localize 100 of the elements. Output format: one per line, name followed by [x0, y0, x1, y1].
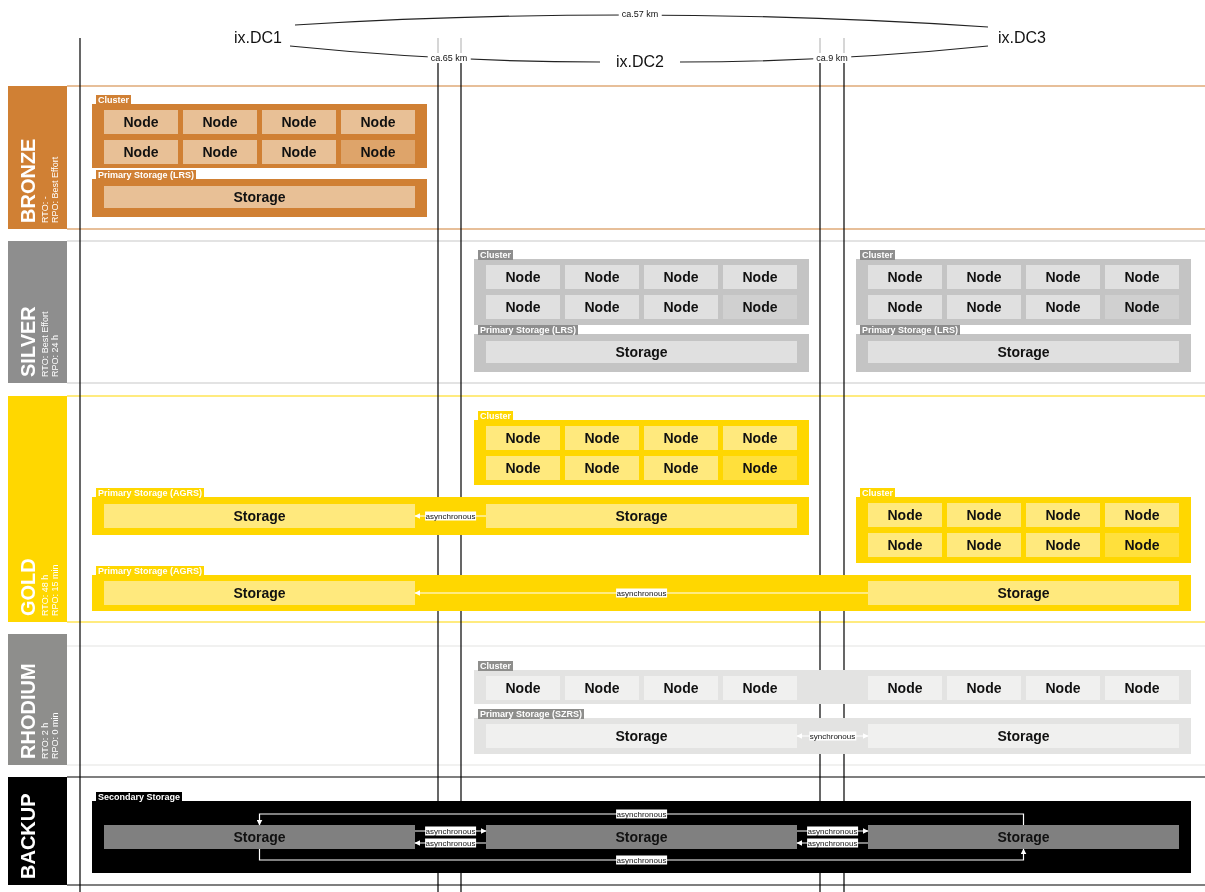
group-heading: Cluster — [478, 661, 513, 671]
box-label: Node — [281, 144, 317, 160]
group-heading: Primary Storage (LRS) — [96, 170, 197, 180]
distance-label: ca.57 km — [618, 9, 662, 19]
edge-label: asynchronous — [806, 838, 859, 848]
group-heading: Primary Storage (LRS) — [860, 325, 961, 335]
box-label: Node — [505, 680, 541, 696]
node-box — [486, 265, 560, 289]
node-box — [644, 265, 718, 289]
node-box — [868, 503, 942, 527]
node-box — [644, 426, 718, 450]
box-label: Node — [1045, 299, 1081, 315]
node-box — [341, 110, 415, 134]
node-box — [486, 456, 560, 480]
box-label: Node — [584, 460, 620, 476]
box-label: Node — [742, 680, 778, 696]
edge-label: synchronous — [808, 731, 857, 741]
box-label: Node — [742, 430, 778, 446]
storage-box — [104, 581, 415, 605]
node-box — [947, 295, 1021, 319]
box-label: Node — [663, 430, 699, 446]
storage-box — [104, 825, 415, 849]
box-label: Node — [505, 269, 541, 285]
edge-label: asynchronous — [424, 826, 477, 836]
box-label: Node — [505, 299, 541, 315]
node-box — [262, 110, 336, 134]
storage-box — [104, 504, 415, 528]
box-label: Node — [584, 299, 620, 315]
box-label: Node — [584, 269, 620, 285]
node-box — [341, 140, 415, 164]
box-label: Storage — [615, 829, 668, 845]
node-box — [1026, 295, 1100, 319]
box-label: Storage — [615, 508, 668, 524]
box-label: Node — [123, 144, 159, 160]
node-box — [565, 456, 639, 480]
box-label: Storage — [615, 728, 668, 744]
tier-metric: RTO: Best Effort — [40, 311, 50, 377]
tier-metric: RPO: 0 min — [50, 712, 60, 759]
group-heading: Cluster — [478, 250, 513, 260]
edge-label: asynchronous — [424, 838, 477, 848]
box-label: Node — [966, 269, 1002, 285]
box-label: Node — [360, 144, 396, 160]
box-label: Storage — [233, 829, 286, 845]
tier-band — [8, 634, 67, 765]
group-heading: Cluster — [478, 411, 513, 421]
group-heading: Cluster — [860, 488, 895, 498]
box-label: Storage — [997, 728, 1050, 744]
node-box — [565, 426, 639, 450]
storage-box — [104, 186, 415, 208]
box-label: Node — [742, 299, 778, 315]
node-box — [486, 295, 560, 319]
box-label: Node — [663, 299, 699, 315]
box-label: Node — [1045, 680, 1081, 696]
box-label: Node — [663, 460, 699, 476]
box-label: Storage — [615, 344, 668, 360]
box-label: Storage — [997, 344, 1050, 360]
box-label: Node — [966, 299, 1002, 315]
tier-band — [8, 777, 67, 885]
node-box — [183, 140, 257, 164]
node-box — [644, 295, 718, 319]
group-heading: Primary Storage (LRS) — [478, 325, 579, 335]
box-label: Node — [887, 537, 923, 553]
storage-box — [868, 341, 1179, 363]
edge-label: asynchronous — [615, 855, 668, 865]
box-label: Node — [663, 269, 699, 285]
edge-label: asynchronous — [424, 511, 477, 521]
storage-box — [868, 825, 1179, 849]
tier-name: BACKUP — [16, 793, 40, 879]
box-label: Storage — [233, 508, 286, 524]
box-label: Node — [584, 680, 620, 696]
node-box — [644, 456, 718, 480]
connector-arrow — [258, 848, 1027, 861]
box-label: Node — [1124, 299, 1160, 315]
node-box — [868, 533, 942, 557]
storage-box — [868, 724, 1179, 748]
distance-label: ca.65 km — [427, 53, 471, 63]
box-label: Node — [966, 680, 1002, 696]
box-label: Node — [887, 507, 923, 523]
node-box — [723, 456, 797, 480]
node-box — [723, 426, 797, 450]
tier-band — [8, 241, 67, 383]
storage-box — [486, 504, 797, 528]
node-box — [947, 265, 1021, 289]
box-label: Node — [887, 680, 923, 696]
storage-box — [486, 825, 797, 849]
box-label: Node — [1124, 507, 1160, 523]
edge-label: asynchronous — [806, 826, 859, 836]
node-box — [1026, 503, 1100, 527]
tier-name: SILVER — [16, 306, 40, 377]
tier-metric: RTO: - — [40, 196, 50, 223]
node-box — [1026, 533, 1100, 557]
box-label: Node — [202, 144, 238, 160]
node-box — [868, 265, 942, 289]
tier-band — [8, 396, 67, 622]
node-box — [1105, 265, 1179, 289]
node-box — [1105, 503, 1179, 527]
node-box — [104, 140, 178, 164]
box-label: Node — [966, 507, 1002, 523]
edge-label: asynchronous — [615, 809, 668, 819]
box-label: Storage — [233, 189, 286, 205]
